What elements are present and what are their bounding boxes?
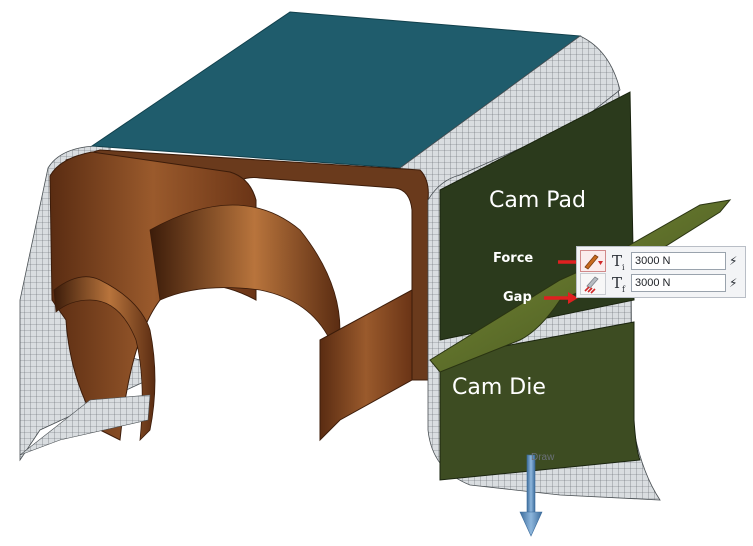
draw-label: Draw [531, 452, 555, 463]
force-label: Force [493, 251, 534, 266]
brown-center-channel [149, 204, 341, 341]
force-mode-button[interactable] [580, 250, 606, 272]
force-pen-icon [584, 254, 603, 270]
draw-arrow [519, 454, 543, 537]
cam-die-label: Cam Die [452, 375, 546, 400]
left-channel-rib [53, 276, 156, 442]
bottom-left-flange [19, 394, 151, 456]
gap-label: Gap [503, 290, 532, 305]
lightning-icon[interactable]: ⚡︎ [729, 276, 738, 290]
gap-pen-icon [584, 276, 599, 294]
gap-mode-button[interactable] [580, 273, 606, 295]
ti-symbol: Ti [612, 252, 625, 272]
tf-symbol: Tf [612, 274, 625, 294]
gap-row: Tf 3000 N ⚡︎ [577, 273, 745, 294]
force-row: Ti 3000 N ⚡︎ [577, 251, 745, 272]
gap-arrow [544, 292, 578, 304]
force-value-input[interactable]: 3000 N [631, 252, 726, 270]
cam-pad-label: Cam Pad [489, 188, 586, 213]
force-gap-panel: Ti 3000 N ⚡︎ Tf 3000 N ⚡︎ [576, 246, 746, 298]
gap-value-input[interactable]: 3000 N [631, 274, 726, 292]
lightning-icon[interactable]: ⚡︎ [729, 254, 738, 268]
brown-right-flange [319, 289, 413, 442]
cam-die [439, 321, 641, 481]
